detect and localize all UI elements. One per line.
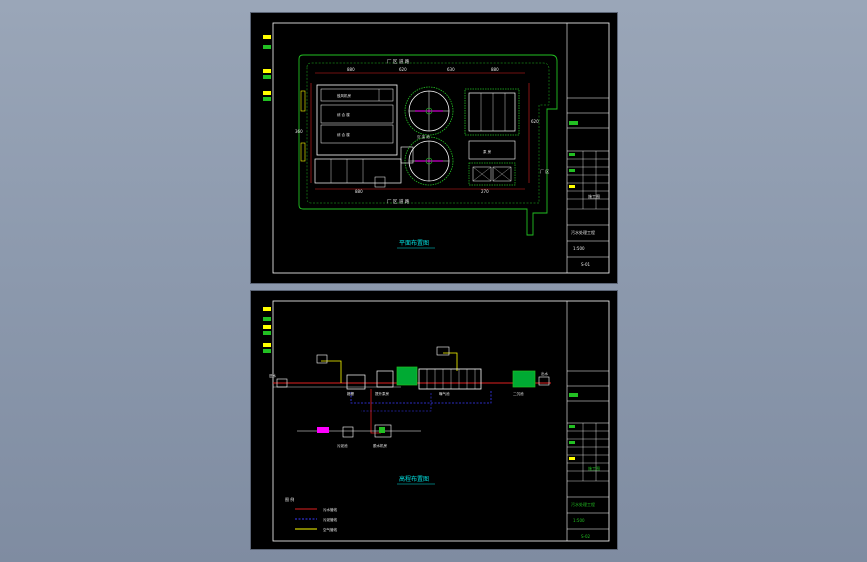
road-label-north: 厂 区 道 路	[387, 58, 410, 65]
site-boundary	[306, 62, 550, 204]
road-label-east: 厂 区	[540, 169, 549, 174]
legend-label-2: 空气管线	[323, 527, 337, 532]
dim-side-2: 620	[531, 119, 539, 124]
process-flow-line	[273, 346, 551, 438]
legend-label-1: 污泥管线	[323, 517, 337, 522]
title-block-project: 污水处理工程	[571, 229, 595, 235]
dim-top-4: 880	[491, 67, 499, 72]
title-block-scale-bottom: 1:500	[573, 518, 585, 523]
elevation-drawing: 施工图 污水处理工程 1:500 S-02	[263, 300, 610, 542]
legend-label-0: 污水管线	[323, 507, 337, 512]
binding-markers	[263, 35, 271, 101]
tank-label: 沉 淀 池	[417, 134, 430, 139]
elevation-title: 高程布置图	[399, 475, 429, 483]
road-label-south: 厂 区 道 路	[387, 198, 410, 205]
process-sludge-tank: 污泥池	[337, 443, 348, 448]
process-inlet: 进水	[269, 373, 277, 378]
binding-markers-bottom	[263, 307, 271, 353]
site-road	[298, 54, 558, 236]
drawing-frame	[272, 22, 610, 274]
circular-tank-north	[404, 86, 454, 136]
title-block-stage-bottom: 施工图	[588, 465, 600, 471]
process-outlet: 出水	[541, 371, 549, 376]
process-grit: 格栅	[347, 391, 355, 396]
process-dewater: 脱水机房	[373, 443, 387, 448]
dim-bottom-2: 270	[481, 189, 489, 194]
dim-bottom-1: 880	[355, 189, 363, 194]
dim-side-1: 360	[295, 129, 303, 134]
process-settling: 二沉池	[513, 391, 524, 396]
title-block-scale: 1:500	[573, 246, 585, 251]
legend	[295, 508, 317, 530]
title-block-drawing-no: S-01	[581, 262, 591, 267]
legend-header: 图 例	[285, 496, 294, 502]
site-plan-drawing: 施工图 污水处理工程 1:500 S-01 880 620 630 880 36…	[263, 22, 610, 274]
title-block	[566, 23, 609, 273]
title-block-project-bottom: 污水处理工程	[571, 501, 595, 507]
title-block-stage: 施工图	[588, 193, 600, 199]
building-c-label: 综 合 楼	[337, 132, 350, 137]
dimension-lines	[310, 72, 530, 190]
process-pump: 提升泵房	[375, 391, 389, 396]
building-a-label: 鼓风机房	[337, 93, 351, 98]
building-right	[464, 88, 520, 186]
circular-tank-south	[400, 136, 454, 186]
site-plan-sheet[interactable]: 施工图 污水处理工程 1:500 S-01 880 620 630 880 36…	[250, 12, 618, 284]
title-block-bottom	[566, 301, 609, 541]
process-aeration: 曝气池	[439, 391, 450, 396]
site-plan-title: 平面布置图	[399, 239, 429, 247]
title-block-drawing-no-bottom: S-02	[581, 534, 591, 539]
drawing-frame-bottom	[272, 300, 610, 542]
elevation-sheet[interactable]: 施工图 污水处理工程 1:500 S-02	[250, 290, 618, 550]
dim-top-3: 630	[447, 67, 455, 72]
dim-top-1: 880	[347, 67, 355, 72]
pump-label: 泵 房	[483, 149, 492, 154]
building-b-label: 综 合 楼	[337, 112, 350, 117]
dim-top-2: 620	[399, 67, 407, 72]
building-left	[300, 84, 402, 188]
